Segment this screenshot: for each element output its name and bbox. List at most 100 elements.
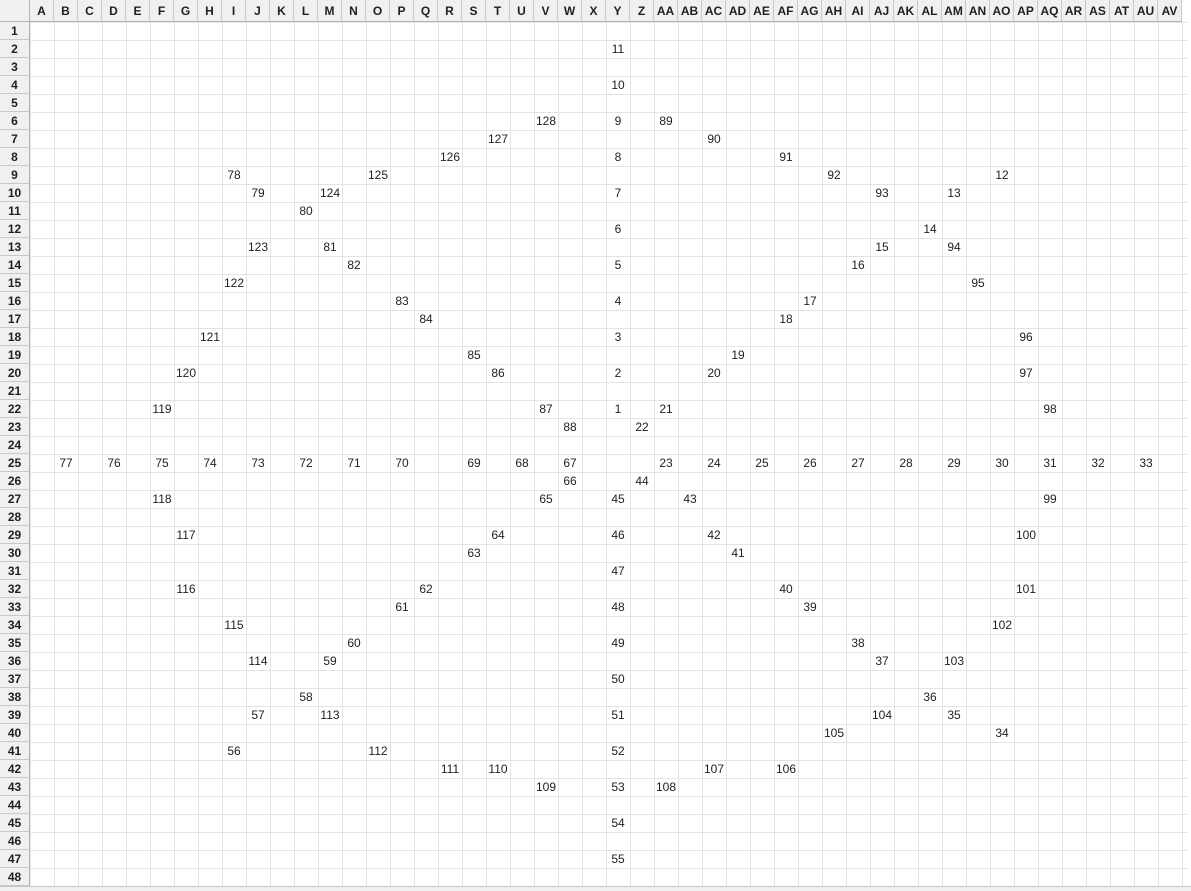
cell-aa22[interactable]: 21 [659,402,673,416]
column-header-o[interactable]: O [366,0,390,22]
column-header-x[interactable]: X [582,0,606,22]
column-header-q[interactable]: Q [414,0,438,22]
column-header-av[interactable]: AV [1158,0,1182,22]
row-header-17[interactable]: 17 [0,310,30,328]
cell-m36[interactable]: 59 [323,654,337,668]
cell-ac29[interactable]: 42 [707,528,721,542]
row-header-31[interactable]: 31 [0,562,30,580]
column-header-p[interactable]: P [390,0,414,22]
cell-ai35[interactable]: 38 [851,636,865,650]
cell-o41[interactable]: 112 [368,744,388,758]
row-header-47[interactable]: 47 [0,850,30,868]
column-header-am[interactable]: AM [942,0,966,22]
cell-ak25[interactable]: 28 [899,456,913,470]
cell-v6[interactable]: 128 [535,114,557,128]
column-header-j[interactable]: J [246,0,270,22]
row-header-32[interactable]: 32 [0,580,30,598]
cell-af17[interactable]: 18 [779,312,793,326]
column-header-ah[interactable]: AH [822,0,846,22]
row-header-43[interactable]: 43 [0,778,30,796]
cell-al38[interactable]: 36 [923,690,937,704]
row-header-1[interactable]: 1 [0,22,30,40]
cell-am10[interactable]: 13 [947,186,961,200]
cell-an15[interactable]: 95 [971,276,985,290]
column-header-au[interactable]: AU [1134,0,1158,22]
cell-q32[interactable]: 62 [419,582,433,596]
row-header-5[interactable]: 5 [0,94,30,112]
row-header-7[interactable]: 7 [0,130,30,148]
cell-y4[interactable]: 10 [611,78,625,92]
cell-m10[interactable]: 124 [319,186,341,200]
cell-y14[interactable]: 5 [614,258,622,272]
cell-aj36[interactable]: 37 [875,654,889,668]
column-header-f[interactable]: F [150,0,174,22]
row-header-4[interactable]: 4 [0,76,30,94]
cell-y43[interactable]: 53 [611,780,625,794]
row-header-25[interactable]: 25 [0,454,30,472]
row-header-15[interactable]: 15 [0,274,30,292]
row-header-28[interactable]: 28 [0,508,30,526]
cell-aa43[interactable]: 108 [655,780,677,794]
cell-am36[interactable]: 103 [943,654,965,668]
row-header-11[interactable]: 11 [0,202,30,220]
cell-r8[interactable]: 126 [439,150,461,164]
cell-ap32[interactable]: 101 [1015,582,1037,596]
cell-y2[interactable]: 11 [611,42,625,56]
cell-s19[interactable]: 85 [467,348,481,362]
row-header-27[interactable]: 27 [0,490,30,508]
row-header-48[interactable]: 48 [0,868,30,886]
cell-ao25[interactable]: 30 [995,456,1009,470]
cell-y35[interactable]: 49 [611,636,625,650]
cell-ad19[interactable]: 19 [731,348,745,362]
column-header-d[interactable]: D [102,0,126,22]
cell-ai25[interactable]: 27 [851,456,865,470]
row-header-44[interactable]: 44 [0,796,30,814]
cell-s30[interactable]: 63 [467,546,481,560]
row-header-29[interactable]: 29 [0,526,30,544]
cell-t7[interactable]: 127 [487,132,509,146]
row-header-38[interactable]: 38 [0,688,30,706]
cell-m13[interactable]: 81 [323,240,337,254]
column-header-a[interactable]: A [30,0,54,22]
row-header-26[interactable]: 26 [0,472,30,490]
cell-y18[interactable]: 3 [614,330,622,344]
row-header-39[interactable]: 39 [0,706,30,724]
select-all-corner[interactable] [0,0,30,22]
cell-y31[interactable]: 47 [611,564,625,578]
cell-af8[interactable]: 91 [779,150,793,164]
cell-n25[interactable]: 71 [347,456,361,470]
cell-f27[interactable]: 118 [152,492,172,506]
column-header-ab[interactable]: AB [678,0,702,22]
column-header-ar[interactable]: AR [1062,0,1086,22]
cell-y12[interactable]: 6 [614,222,622,236]
cell-y27[interactable]: 45 [611,492,625,506]
cell-i34[interactable]: 115 [224,618,244,632]
cell-t42[interactable]: 110 [488,762,508,776]
cell-l25[interactable]: 72 [299,456,313,470]
column-header-ak[interactable]: AK [894,0,918,22]
cell-y20[interactable]: 2 [614,366,622,380]
column-header-n[interactable]: N [342,0,366,22]
cell-aj13[interactable]: 15 [875,240,889,254]
column-header-al[interactable]: AL [918,0,942,22]
cell-ab27[interactable]: 43 [683,492,697,506]
cell-t29[interactable]: 64 [491,528,505,542]
column-header-ac[interactable]: AC [702,0,726,22]
cell-w26[interactable]: 66 [563,474,577,488]
cell-r42[interactable]: 111 [440,762,460,776]
cell-ah9[interactable]: 92 [827,168,841,182]
cell-ae25[interactable]: 25 [755,456,769,470]
cell-ac42[interactable]: 107 [703,762,725,776]
column-header-t[interactable]: T [486,0,510,22]
cell-v27[interactable]: 65 [539,492,553,506]
cell-h18[interactable]: 121 [199,330,221,344]
cell-w25[interactable]: 67 [563,456,577,470]
column-header-ap[interactable]: AP [1014,0,1038,22]
column-header-g[interactable]: G [174,0,198,22]
cell-v43[interactable]: 109 [535,780,557,794]
cell-f25[interactable]: 75 [155,456,169,470]
column-header-ae[interactable]: AE [750,0,774,22]
column-header-as[interactable]: AS [1086,0,1110,22]
cell-j25[interactable]: 73 [251,456,265,470]
